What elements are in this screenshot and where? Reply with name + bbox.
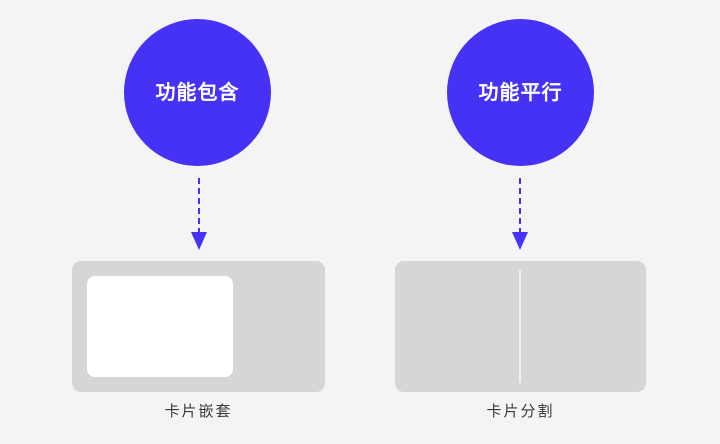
- arrow-head-icon: [191, 232, 207, 250]
- arrow-shaft: [198, 178, 200, 234]
- concept-circle-split-label: 功能平行: [478, 81, 563, 104]
- concept-circle-nested: 功能包含: [124, 19, 271, 166]
- card-nested-outer: [72, 261, 325, 392]
- concept-circle-nested-label: 功能包含: [155, 81, 240, 104]
- card-split-outer: [395, 261, 646, 392]
- card-nested-inner: [87, 276, 233, 377]
- dashed-arrow-down-icon-nested: [187, 178, 211, 254]
- dashed-arrow-down-icon-split: [508, 178, 532, 254]
- card-split-divider: [519, 270, 521, 383]
- concept-circle-split: 功能平行: [447, 19, 594, 166]
- caption-card-nested: 卡片嵌套: [164, 403, 233, 420]
- arrow-head-icon: [512, 232, 528, 250]
- arrow-shaft: [519, 178, 521, 234]
- caption-card-split: 卡片分割: [486, 403, 555, 420]
